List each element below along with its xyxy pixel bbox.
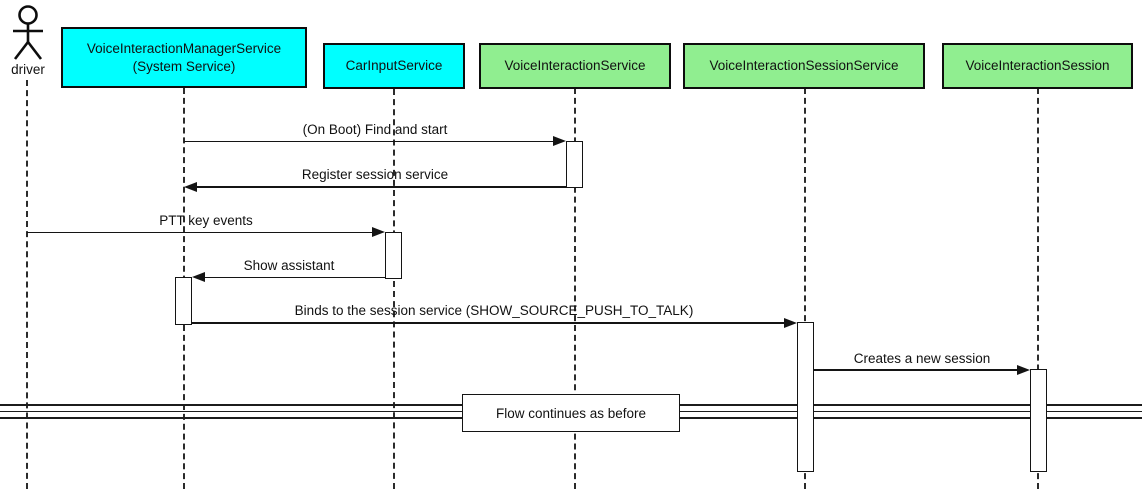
message-label-show-assistant: Show assistant [243,258,335,273]
actor-driver-icon [13,5,43,60]
participant-sublabel: (System Service) [132,58,236,74]
activation-voice-interaction-session-service [797,322,814,472]
arrowhead-right-icon [1017,364,1030,375]
activation-voice-interaction-session [1030,369,1047,472]
message-label-on-boot-find-and-start: (On Boot) Find and start [302,122,448,137]
participant-voice-interaction-service: VoiceInteractionService [479,43,671,89]
participant-car-input-service: CarInputService [323,43,465,89]
divider-label: Flow continues as before [495,405,647,421]
message-line [184,140,554,143]
activation-voice-interaction-service [566,141,583,188]
message-line [204,276,385,279]
message-line [814,369,1018,371]
arrowhead-right-icon [784,317,797,328]
participant-voice-interaction-session-service: VoiceInteractionSessionService [683,43,925,89]
participant-label: VoiceInteractionSession [965,58,1110,74]
arrowhead-left-icon [184,181,197,192]
lifeline-driver [26,80,28,489]
activation-car-input-service [385,232,402,279]
message-label-register-session-service: Register session service [301,167,449,182]
divider-label-box: Flow continues as before [462,394,680,432]
lifeline-car-input-service [393,89,395,489]
participant-label: VoiceInteractionService [504,58,646,74]
participant-voice-interaction-session: VoiceInteractionSession [942,43,1133,89]
lifeline-voice-interaction-service [574,88,576,489]
message-line [192,322,785,324]
activation-voice-interaction-manager-service [175,277,192,325]
participant-label: VoiceInteractionSessionService [709,58,899,74]
message-label-creates-a-new-session: Creates a new session [853,351,991,366]
actor-driver-label: driver [11,62,45,77]
arrowhead-right-icon [553,136,566,146]
participant-voice-interaction-manager-service: VoiceInteractionManagerService (System S… [61,27,307,88]
message-line [197,186,566,188]
lifeline-voice-interaction-session-service [804,88,806,489]
participant-label: CarInputService [345,58,443,74]
message-label-ptt-key-events: PTT key events [159,213,253,228]
lifeline-voice-interaction-session [1037,88,1039,489]
arrowhead-left-icon [192,272,205,282]
message-line [27,231,373,234]
arrowhead-right-icon [372,227,385,237]
participant-label: VoiceInteractionManagerService [86,40,282,56]
message-label-binds-to-session-service: Binds to the session service (SHOW_SOURC… [294,303,694,318]
